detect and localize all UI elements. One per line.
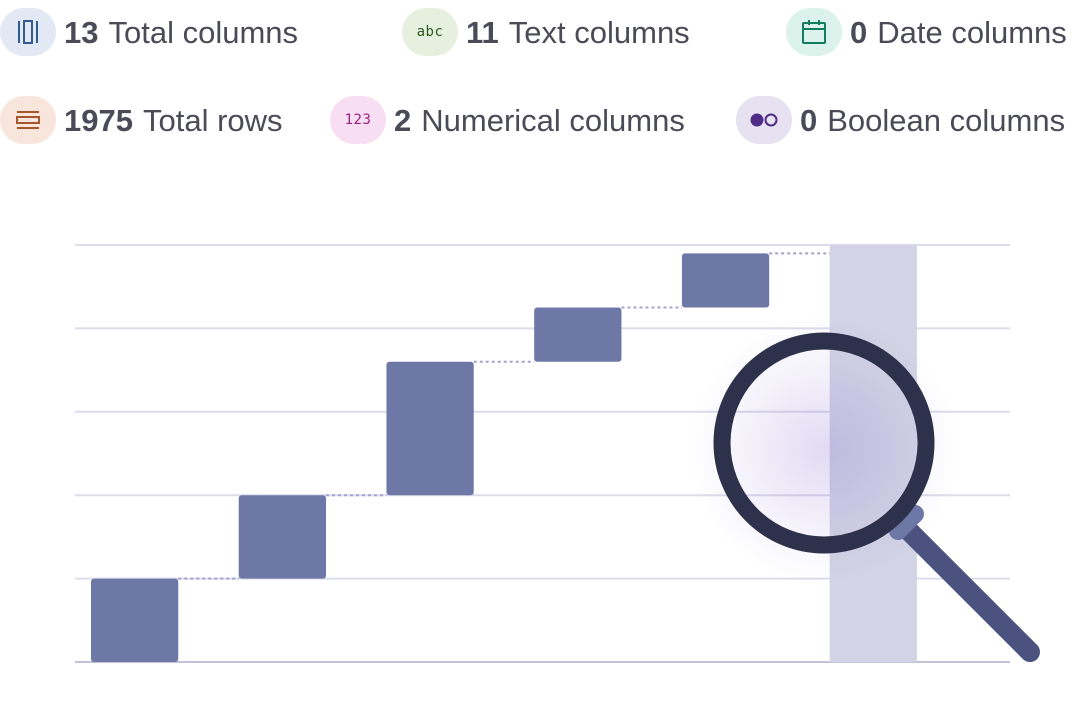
stat-total-rows: 1975 Total rows (0, 96, 283, 144)
toggle-icon (736, 96, 792, 144)
magnifying-glass-icon (689, 315, 1040, 662)
numerical-columns-label: Numerical columns (421, 102, 685, 138)
total-columns-label: Total columns (108, 14, 299, 50)
highlighted-empty-step (829, 245, 917, 662)
total-columns-count: 13 (64, 14, 99, 50)
waterfall-bars (91, 253, 770, 662)
waterfall-bar (681, 253, 770, 308)
boolean-columns-count: 0 (800, 102, 818, 138)
text-columns-count: 11 (466, 14, 499, 50)
numeric-type-icon-label: 123 (344, 112, 372, 128)
date-columns-count: 0 (850, 14, 868, 50)
calendar-icon (786, 8, 842, 56)
date-columns-label: Date columns (877, 14, 1067, 50)
waterfall-bar (238, 495, 326, 579)
rows-icon (0, 96, 56, 144)
stat-text-columns: abc 11 Text columns (402, 8, 690, 56)
numeric-type-icon: 123 (330, 96, 386, 144)
stat-total-columns: 13 Total columns (0, 8, 298, 56)
stat-date-columns: 0 Date columns (786, 8, 1067, 56)
boolean-columns-label: Boolean columns (827, 102, 1066, 138)
text-type-icon-label: abc (416, 24, 444, 40)
stat-numerical-columns: 123 2 Numerical columns (330, 96, 685, 144)
waterfall-bar (91, 578, 179, 662)
grid-lines (75, 244, 1010, 663)
total-rows-label: Total rows (142, 102, 283, 138)
bar-connectors (178, 252, 830, 580)
columns-icon (0, 8, 56, 56)
numerical-columns-count: 2 (394, 102, 412, 138)
total-rows-count: 1975 (64, 102, 133, 138)
highlight-column (829, 245, 917, 662)
text-type-icon: abc (402, 8, 458, 56)
stat-boolean-columns: 0 Boolean columns (736, 96, 1065, 144)
text-columns-label: Text columns (508, 14, 690, 50)
waterfall-bar (386, 361, 474, 496)
waterfall-bar (534, 307, 622, 362)
